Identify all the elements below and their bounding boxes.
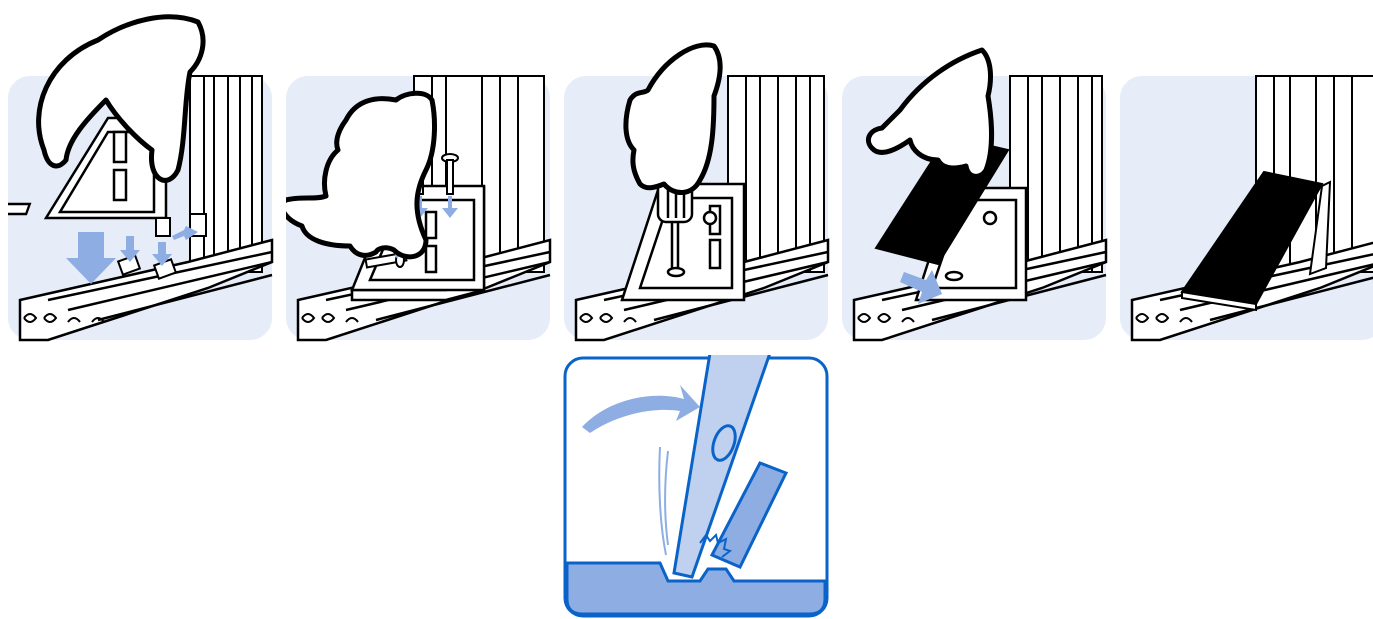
step-1-panel (8, 0, 278, 345)
step-5-panel (1120, 0, 1373, 345)
step-3-panel (564, 0, 834, 345)
upright-profile (190, 76, 262, 272)
step-2-panel (286, 0, 556, 345)
hand-outline (626, 45, 720, 193)
step-4-panel (842, 0, 1112, 345)
detail-inset (560, 355, 832, 619)
